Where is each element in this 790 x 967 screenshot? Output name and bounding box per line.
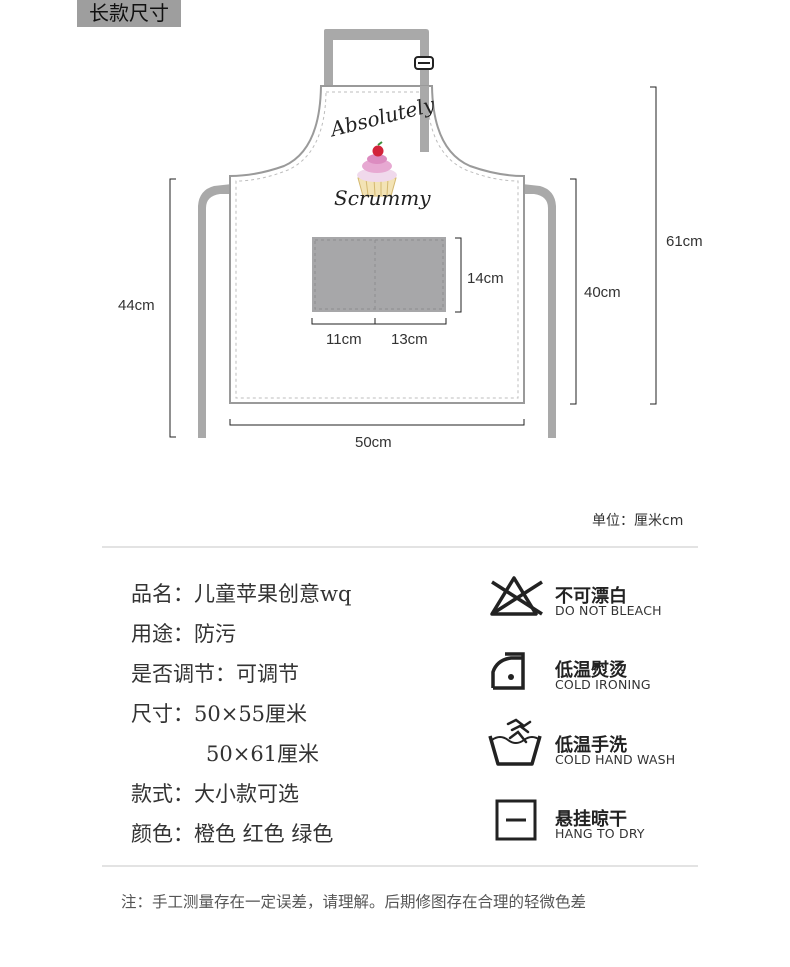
dim-44-bracket	[169, 178, 176, 438]
dim-pocket-bracket	[311, 318, 447, 325]
care-low-iron-en: COLD IRONING	[555, 677, 651, 692]
divider-bottom	[102, 865, 698, 867]
spec-size-alt: 50×61厘米	[206, 742, 320, 766]
care-hang-dry-en: HANG TO DRY	[555, 826, 645, 841]
care-hand-wash-en: COLD HAND WASH	[555, 752, 676, 767]
hang-dry-icon	[495, 799, 537, 841]
size-tag: 长款尺寸	[77, 0, 181, 27]
dim-side-height: 44cm	[118, 297, 155, 314]
apron-pocket	[312, 237, 446, 312]
care-no-bleach-en: DO NOT BLEACH	[555, 603, 662, 618]
dim-total-height: 61cm	[666, 233, 703, 250]
spec-colors: 颜色：橙色 红色 绿色	[131, 822, 334, 846]
spec-style: 款式：大小款可选	[131, 782, 299, 806]
dim-61-bracket	[650, 86, 657, 405]
care-no-bleach-cn: 不可漂白	[555, 586, 627, 607]
footer-note: 注：手工测量存在一定误差，请理解。后期修图存在合理的轻微色差	[121, 893, 587, 911]
spec-adjustable: 是否调节：可调节	[131, 662, 299, 686]
dim-body-height: 40cm	[584, 284, 621, 301]
dim-width: 50cm	[355, 434, 392, 451]
care-low-iron-cn: 低温熨烫	[555, 660, 627, 681]
dim-pocket-right: 13cm	[391, 331, 428, 348]
hand-wash-icon	[488, 718, 542, 766]
divider-top	[102, 546, 698, 548]
dim-50-bracket	[229, 419, 525, 426]
unit-note: 单位：厘米cm	[592, 513, 684, 529]
spec-name: 品名：儿童苹果创意wq	[131, 582, 352, 606]
apron-diagram	[169, 29, 657, 438]
care-hang-dry-cn: 悬挂晾干	[555, 809, 627, 830]
dim-pocket-left: 11cm	[326, 331, 362, 348]
print-text-bottom: Scrummy	[334, 186, 431, 210]
dim-14-bracket	[455, 237, 462, 313]
right-tie	[522, 184, 556, 438]
left-tie	[198, 184, 232, 438]
no-bleach-icon	[490, 576, 543, 616]
dim-pocket-height: 14cm	[467, 270, 504, 287]
dim-40-bracket	[570, 178, 577, 405]
low-iron-icon	[491, 652, 525, 690]
spec-usage: 用途：防污	[131, 622, 236, 646]
care-hand-wash-cn: 低温手洗	[555, 735, 627, 756]
spec-size: 尺寸：50×55厘米	[131, 702, 308, 726]
cupcake-graphic	[357, 141, 397, 197]
